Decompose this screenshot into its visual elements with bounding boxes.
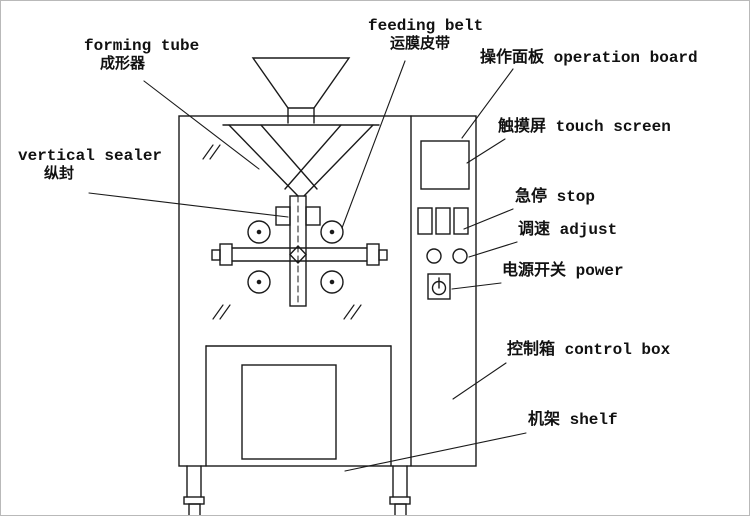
feeding-belt-label-en: feeding belt (368, 17, 484, 35)
sealing-rollers (211, 220, 388, 294)
forming-tube-label-zh: 成形器 (100, 55, 146, 73)
adjust-label: 调速 adjust (518, 221, 618, 239)
label-control-box: 控制箱 control box (507, 341, 670, 360)
label-vertical-sealer: vertical sealer 纵封 (18, 147, 162, 184)
label-feeding-belt: feeding belt 运膜皮带 (368, 17, 483, 54)
door-panel (205, 345, 392, 467)
leader-lines (88, 60, 527, 472)
hatch-marks (202, 144, 362, 320)
caster-right (389, 465, 411, 515)
forming-tube-label-en: forming tube (84, 37, 200, 55)
label-stop: 急停 stop (515, 188, 595, 207)
touch-screen-rect (420, 140, 470, 190)
touch-screen-label: 触摸屏 touch screen (498, 118, 671, 136)
forming-funnel (222, 124, 380, 197)
machine-frame (178, 115, 477, 467)
label-operation-board: 操作面板 operation board (480, 49, 698, 68)
control-box-label: 控制箱 control box (507, 341, 671, 359)
stop-buttons (417, 207, 469, 235)
operation-board-label: 操作面板 operation board (480, 49, 698, 67)
hopper (251, 57, 351, 124)
vertical-sealer-label-zh: 纵封 (44, 165, 75, 183)
label-shelf: 机架 shelf (528, 411, 618, 430)
label-power: 电源开关 power (502, 262, 624, 281)
label-forming-tube: forming tube 成形器 (84, 37, 199, 74)
caster-left (183, 465, 205, 515)
label-adjust: 调速 adjust (518, 221, 617, 240)
feeding-belt-label-zh: 运膜皮带 (390, 35, 451, 53)
label-touch-screen: 触摸屏 touch screen (498, 118, 671, 137)
power-label: 电源开关 power (502, 262, 624, 280)
shelf-label: 机架 shelf (528, 411, 618, 429)
stop-label: 急停 stop (515, 188, 596, 206)
power-switch (427, 273, 451, 300)
vertical-sealer-label-en: vertical sealer (18, 147, 163, 165)
adjust-knobs (426, 248, 468, 264)
forming-tube (289, 195, 307, 307)
